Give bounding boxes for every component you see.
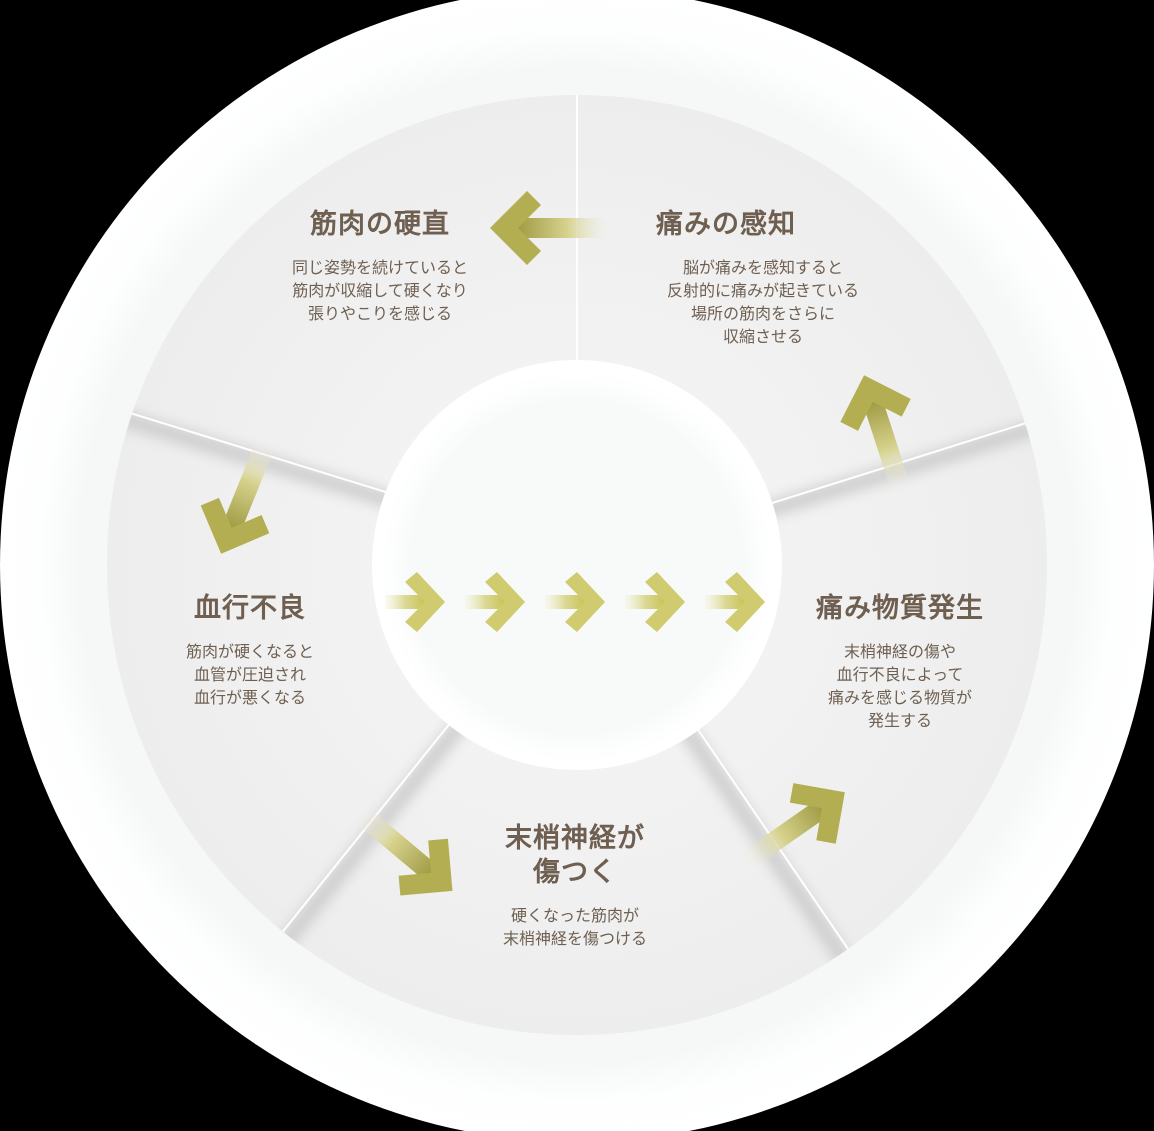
step-title: 血行不良 bbox=[194, 593, 306, 624]
center-arrow-row bbox=[385, 572, 765, 632]
step-poor-circulation: 血行不良 筋肉が硬くなると 血管が圧迫され 血行が悪くなる bbox=[150, 592, 350, 709]
step-description: 筋肉が硬くなると 血管が圧迫され 血行が悪くなる bbox=[185, 642, 314, 707]
step-muscle-stiffness: 筋肉の硬直 同じ姿勢を続けていると 筋肉が収縮して硬くなり 張りやこりを感じる bbox=[250, 208, 510, 325]
step-description: 同じ姿勢を続けていると 筋肉が収縮して硬くなり 張りやこりを感じる bbox=[291, 258, 468, 323]
step-description: 末梢神経の傷や 血行不良によって 痛みを感じる物質が 発生する bbox=[827, 642, 972, 730]
step-title: 痛みの感知 bbox=[656, 209, 796, 240]
right-arrow-icon bbox=[465, 572, 525, 632]
step-title: 末梢神経が 傷つく bbox=[505, 823, 645, 888]
right-arrow-icon bbox=[625, 572, 685, 632]
step-pain-substance: 痛み物質発生 末梢神経の傷や 血行不良によって 痛みを感じる物質が 発生する bbox=[780, 592, 1020, 732]
step-nerve-damage: 末梢神経が 傷つく 硬くなった筋肉が 末梢神経を傷つける bbox=[455, 822, 695, 950]
step-pain-perception: 痛みの感知 脳が痛みを感知すると 反射的に痛みが起きている 場所の筋肉をさらに … bbox=[618, 208, 908, 348]
right-arrow-icon bbox=[705, 572, 765, 632]
right-arrow-icon bbox=[545, 572, 605, 632]
step-title: 痛み物質発生 bbox=[816, 593, 984, 624]
center-disc bbox=[382, 372, 772, 762]
step-title: 筋肉の硬直 bbox=[310, 209, 450, 240]
step-description: 硬くなった筋肉が 末梢神経を傷つける bbox=[502, 906, 647, 948]
right-arrow-icon bbox=[385, 572, 445, 632]
step-description: 脳が痛みを感知すると 反射的に痛みが起きている 場所の筋肉をさらに 収縮させる bbox=[666, 258, 859, 346]
